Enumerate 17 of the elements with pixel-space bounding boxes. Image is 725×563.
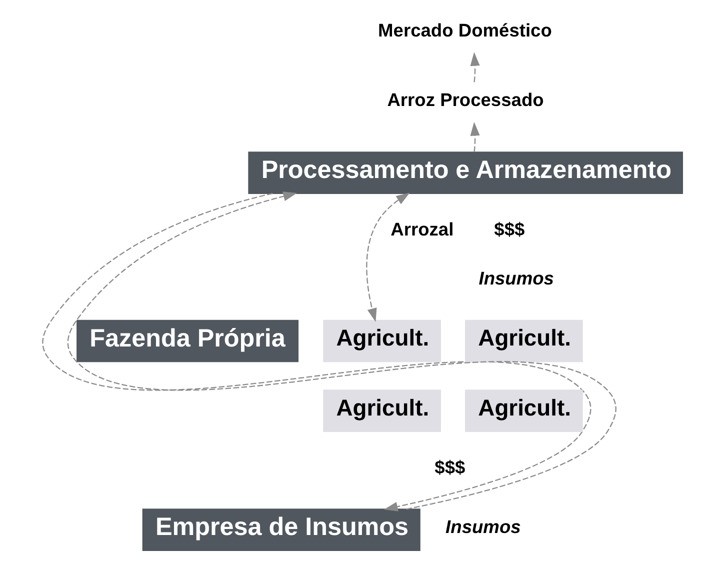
node-box: Agricult.: [465, 320, 583, 362]
label: Insumos: [446, 516, 521, 538]
node-box: Fazenda Própria: [76, 320, 299, 362]
label: Arrozal: [390, 218, 454, 240]
label: $$$: [494, 218, 525, 240]
label: Insumos: [478, 268, 554, 289]
node-box: Empresa de Insumos: [142, 508, 420, 551]
node-box: Agricult.: [323, 320, 441, 362]
node-text: Arroz Processado: [387, 89, 544, 110]
node-box: Agricult.: [465, 390, 583, 432]
arrow: [470, 122, 480, 152]
node-box: Agricult.: [323, 390, 441, 432]
node-box: Processamento e Armazenamento: [248, 152, 683, 194]
arrow: [366, 192, 410, 322]
label: $$$: [434, 456, 466, 478]
node-text: Mercado Doméstico: [378, 19, 552, 40]
arrow: [470, 52, 480, 82]
